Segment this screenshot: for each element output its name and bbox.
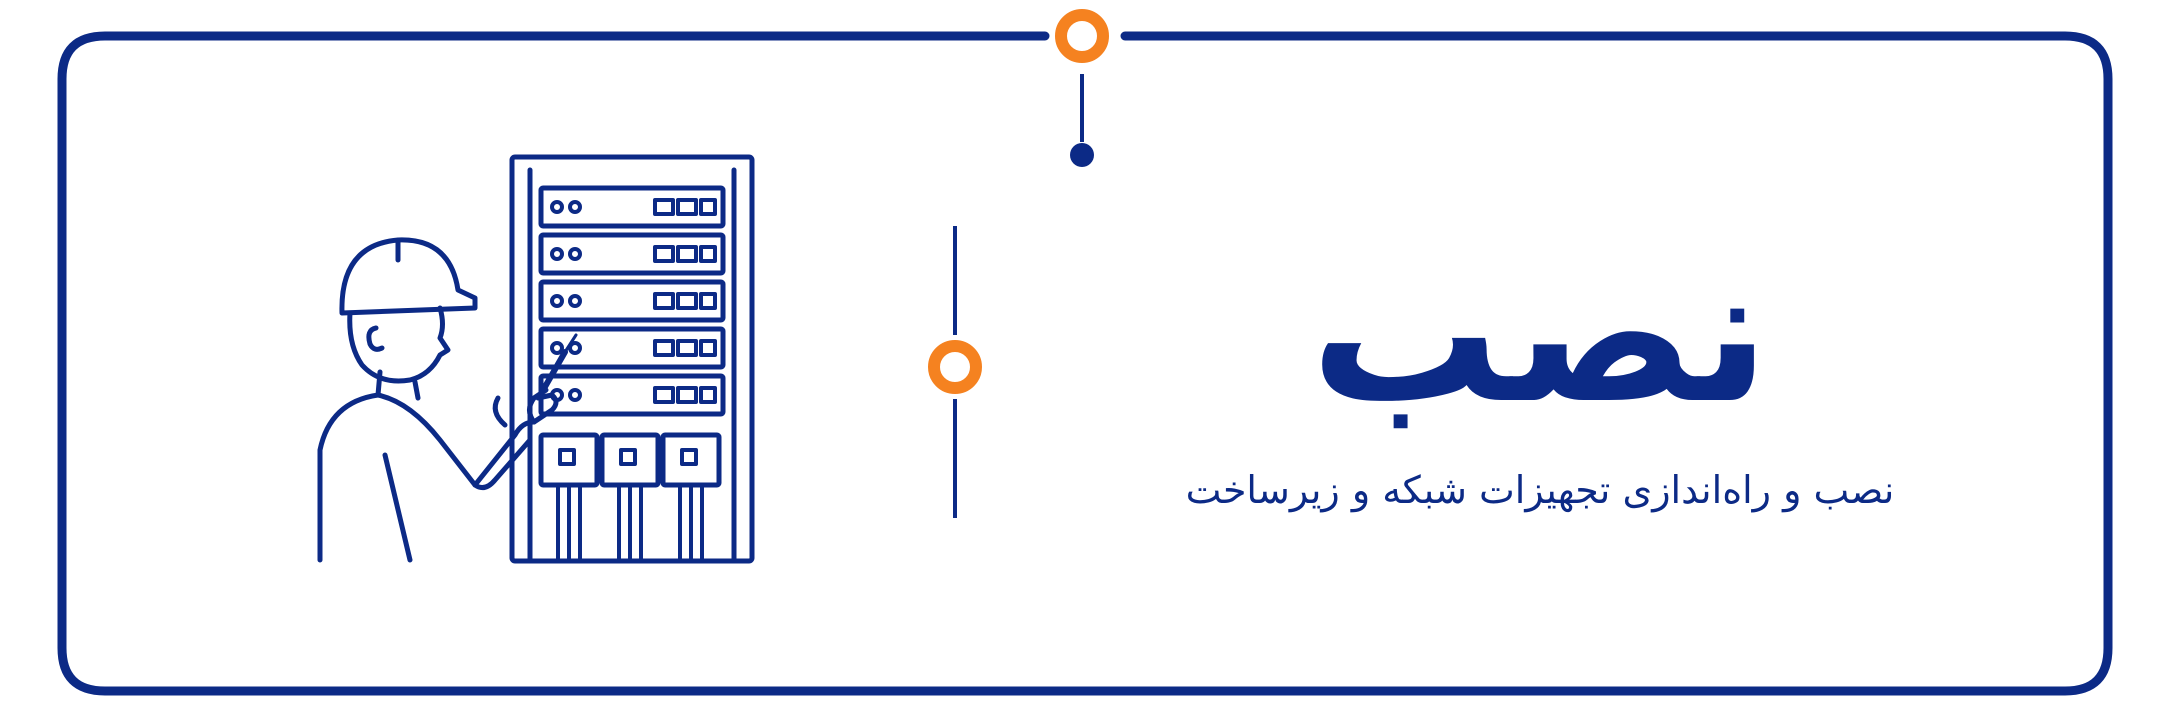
banner-subtitle: نصب و راه‌اندازی تجهیزات شبکه و زیرساخت (1185, 468, 1895, 512)
body (317, 369, 383, 563)
banner-title: نصب (1310, 224, 1772, 445)
divider-orange-ring-icon (928, 340, 982, 394)
card-border (57, 31, 2113, 696)
rack-cables (556, 483, 704, 563)
divider-connector (928, 226, 982, 518)
screwdriver (539, 349, 568, 395)
rack-connector-boxes (538, 432, 722, 488)
arm (472, 392, 559, 488)
head (347, 305, 451, 384)
top-connector-dot (1070, 143, 1094, 167)
top-orange-ring-icon (1055, 9, 1109, 63)
rack-ports (653, 198, 717, 404)
top-connector (1055, 9, 1109, 167)
helmet (339, 237, 478, 316)
technician (317, 237, 578, 563)
technician-server-rack-icon (317, 154, 755, 564)
